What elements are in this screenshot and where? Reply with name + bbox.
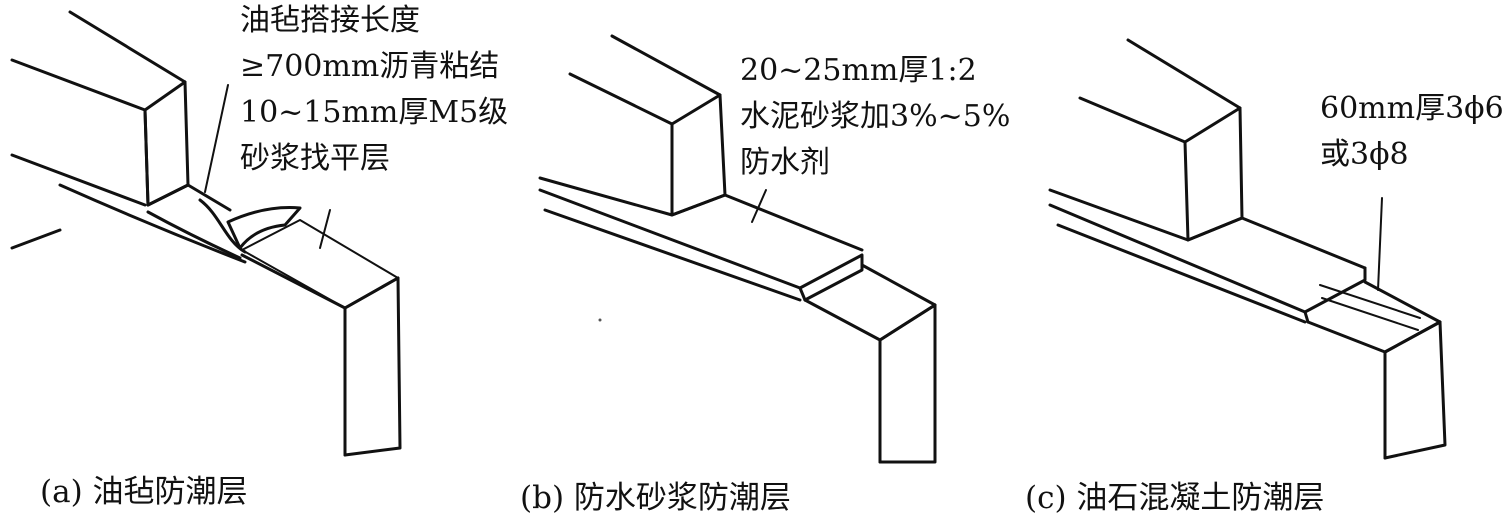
panel-c-drawing (1048, 38, 1447, 460)
panel-a-annotation-line-2: ≥700mm沥青粘结 (240, 49, 499, 84)
panel-a-annotation-line-3: 10~15mm厚M5级 (240, 95, 508, 130)
panel-b-caption: (b) 防水砂浆防潮层 (520, 480, 791, 516)
panel-b-annotation-line-2: 水泥砂浆加3%~5% (740, 99, 1010, 134)
panel-c-annotation-line-2: 或3ϕ8 (1320, 137, 1409, 172)
panel-a-caption: (a) 油毡防潮层 (40, 474, 248, 510)
wall-section-hatch-b-lower (878, 303, 937, 464)
panel-a-annotation-line-4: 砂浆找平层 (240, 141, 390, 176)
panel-a-annotation-line-1: 油毡搭接长度 (240, 3, 420, 38)
wall-section-hatch-c-lower (1383, 320, 1447, 460)
panel-b-drawing (538, 34, 937, 464)
panel-b-annotation-line-1: 20~25mm厚1:2 (740, 53, 977, 88)
panel-c-annotation-line-1: 60mm厚3ϕ6 (1320, 91, 1504, 126)
panel-c-caption: (c) 油石混凝土防潮层 (1025, 480, 1324, 516)
panel-b-annotation-line-3: 防水剂 (740, 145, 830, 180)
panel-a-drawing (10, 10, 402, 457)
speck (598, 318, 602, 322)
wall-section-hatch-a-lower (343, 276, 402, 457)
